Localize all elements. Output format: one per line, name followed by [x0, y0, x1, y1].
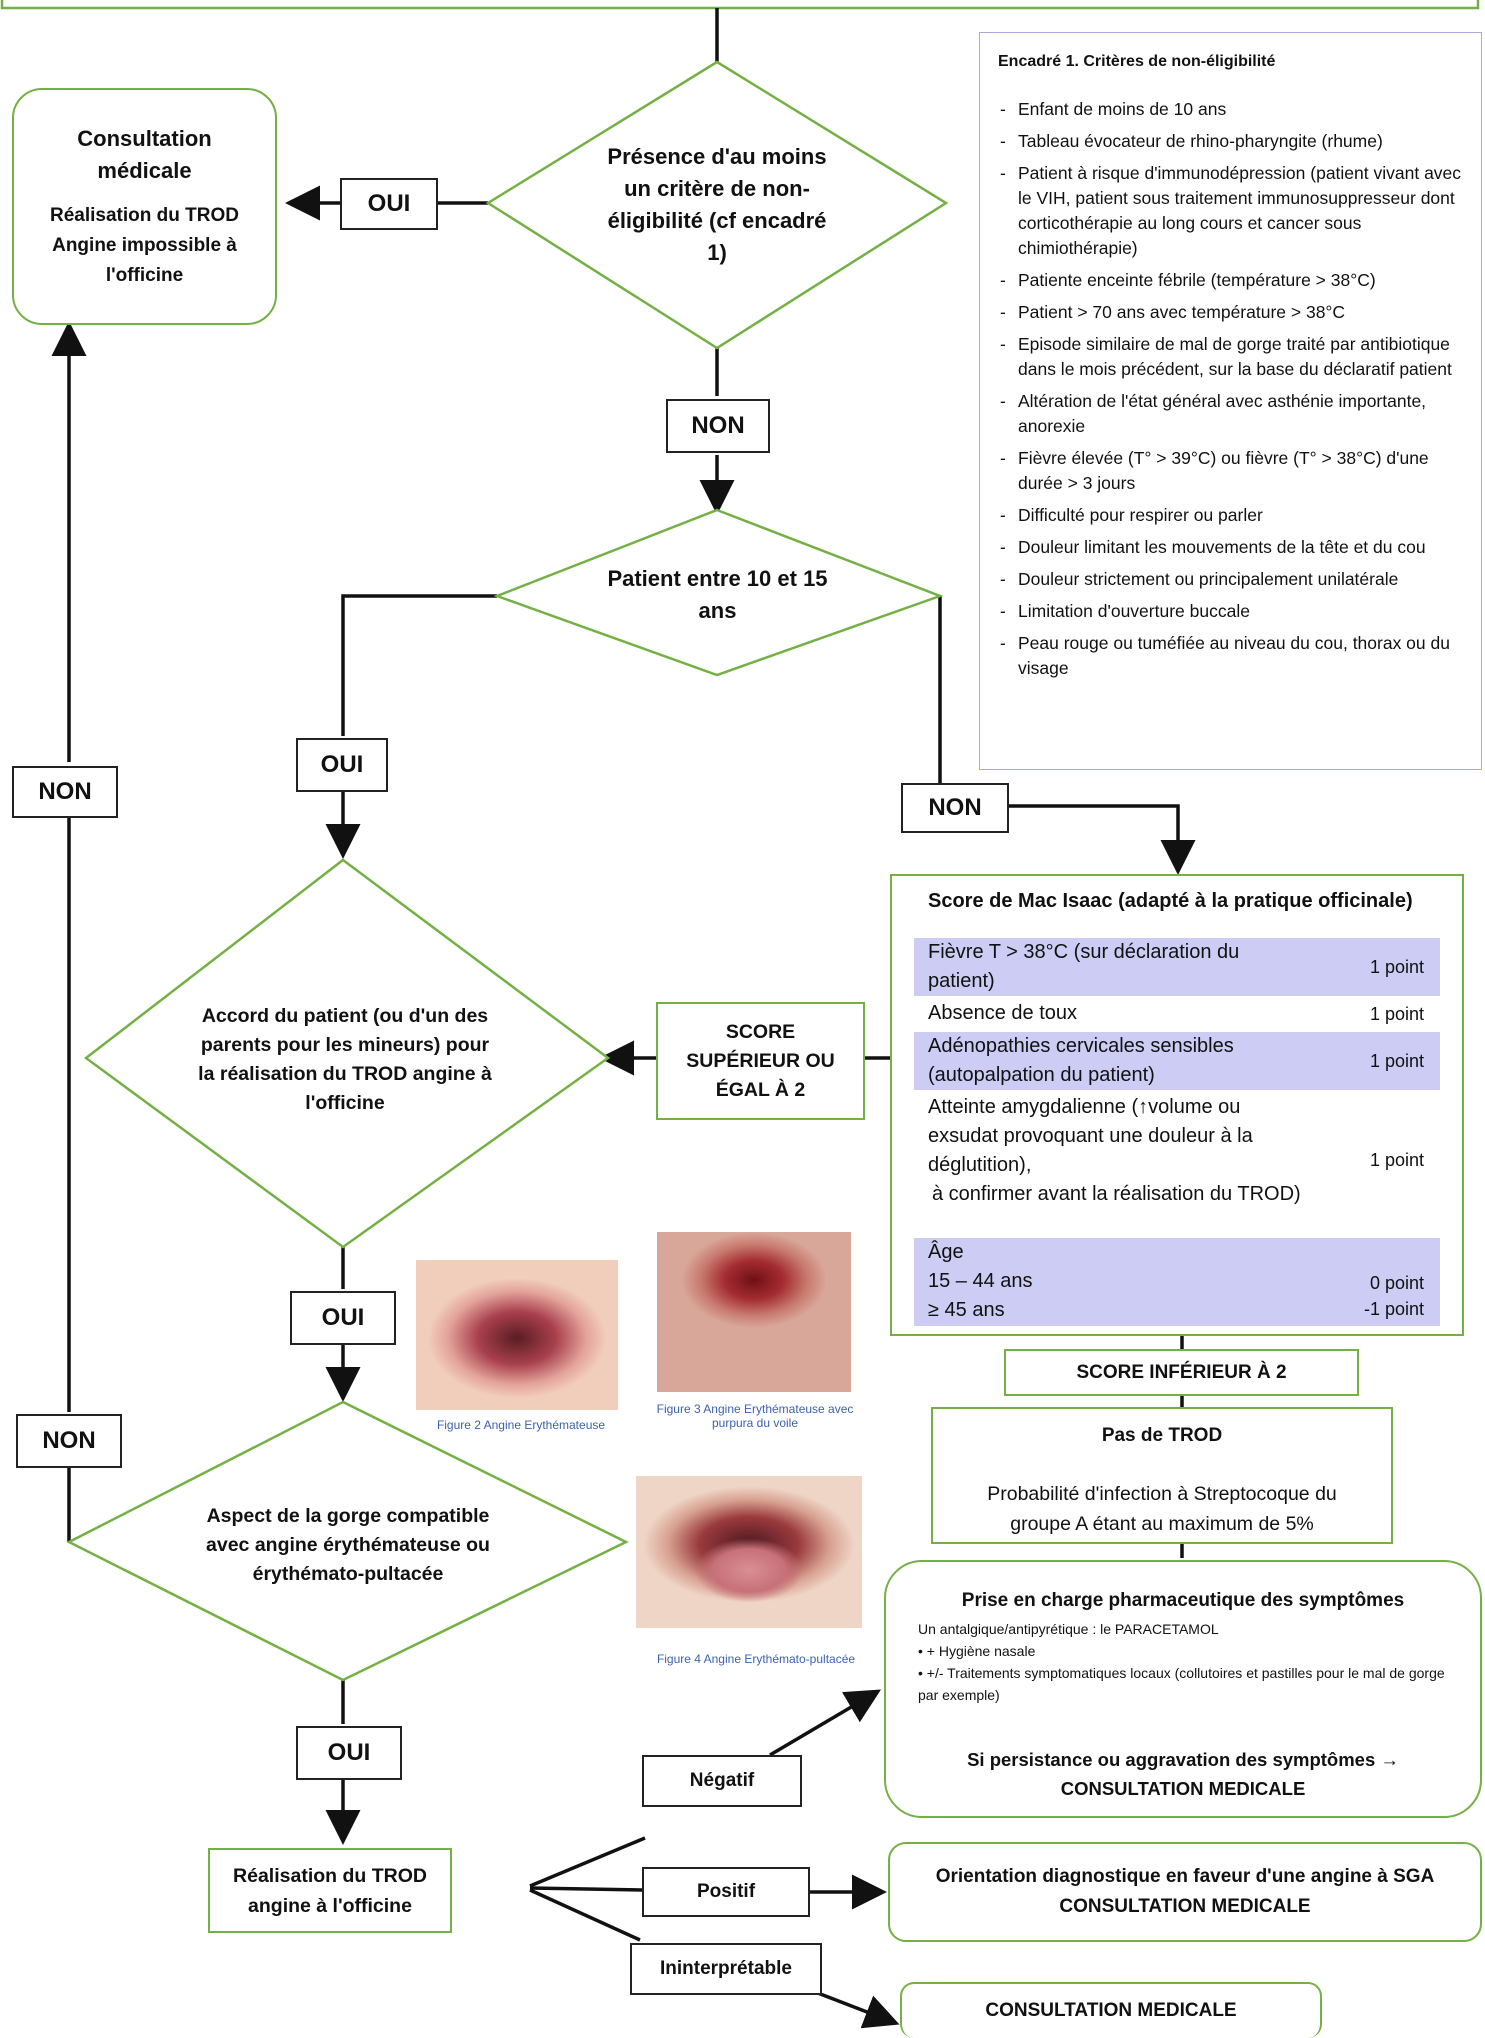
score-row-cough: Absence de toux 1 point: [928, 1002, 1424, 1024]
score-row-age: Âge 15 – 44 ans ≥ 45 ans 0 point -1 poin…: [914, 1238, 1440, 1326]
criteria-item: Tableau évocateur de rhino-pharyngite (r…: [998, 129, 1465, 154]
oui-label-3: OUI: [290, 1291, 396, 1345]
diamond2-text: Patient entre 10 et 15 ans: [607, 566, 828, 623]
diamond4-text: Aspect de la gorge compatible avec angin…: [206, 1504, 490, 1585]
consultation-title: Consultation médicale: [77, 125, 212, 183]
figure3-photo: [657, 1232, 851, 1392]
criteria-item: Patient > 70 ans avec température > 38°C: [998, 300, 1465, 325]
criteria-item: Episode similaire de mal de gorge traité…: [998, 332, 1465, 382]
diamond3-text: Accord du patient (ou d'un des parents p…: [198, 1005, 492, 1114]
score-row-tonsil: Atteinte amygdalienne (↑volume ou exsuda…: [928, 1096, 1424, 1205]
diamond1-text: Présence d'au moins un critère de non-él…: [607, 144, 827, 265]
figure3-caption: Figure 3 Angine Erythémateuse avec purpu…: [656, 1402, 854, 1430]
oui-label-2: OUI: [296, 738, 388, 792]
criteria-item: Enfant de moins de 10 ans: [998, 97, 1465, 122]
pas-de-trod-box: Pas de TROD Probabilité d'infection à St…: [931, 1407, 1393, 1544]
criteria-item: Douleur limitant les mouvements de la tê…: [998, 535, 1465, 560]
criteria-item: Limitation d'ouverture buccale: [998, 599, 1465, 624]
figure4-caption: Figure 4 Angine Erythémato-pultacée: [656, 1652, 856, 1666]
criteria-item: Patiente enceinte fébrile (température >…: [998, 268, 1465, 293]
prise-footer: Si persistance ou aggravation des symptô…: [967, 1749, 1399, 1799]
score-high-box: SCORE SUPÉRIEUR OU ÉGAL À 2: [656, 1002, 865, 1120]
encadre-title: Encadré 1. Critères de non-éligibilité: [998, 53, 1276, 70]
non-label-1: NON: [666, 399, 770, 453]
score-low-box: SCORE INFÉRIEUR À 2: [1004, 1349, 1359, 1396]
figure2-photo: [416, 1260, 618, 1410]
encadre-criteria: Encadré 1. Critères de non-éligibilité E…: [979, 32, 1482, 770]
criteria-list: Enfant de moins de 10 ansTableau évocate…: [998, 97, 1465, 681]
consultation-box: Consultation médicale Réalisation du TRO…: [12, 88, 277, 325]
criteria-item: Fièvre élevée (T° > 39°C) ou fièvre (T° …: [998, 446, 1465, 496]
ininterpretable-label: Ininterprétable: [630, 1943, 822, 1995]
trod-realisation-box: Réalisation du TROD angine à l'officine: [208, 1848, 452, 1933]
figure2-caption: Figure 2 Angine Erythémateuse: [436, 1418, 606, 1432]
non-label-3: NON: [12, 766, 118, 818]
figure4-photo: [636, 1476, 862, 1628]
prise-details: Un antalgique/antipyrétique : le PARACET…: [918, 1621, 1445, 1703]
criteria-item: Altération de l'état général avec asthén…: [998, 389, 1465, 439]
oui-label-1: OUI: [340, 178, 438, 230]
diamond-consent: [83, 858, 611, 1249]
prise-en-charge-box: Prise en charge pharmaceutique des sympt…: [884, 1560, 1482, 1818]
non-label-4: NON: [16, 1414, 122, 1468]
score-title: Score de Mac Isaac (adapté à la pratique…: [928, 890, 1413, 912]
consultation-body: Réalisation du TROD Angine impossible à …: [50, 204, 239, 286]
criteria-item: Patient à risque d'immunodépression (pat…: [998, 161, 1465, 261]
non-label-2: NON: [901, 783, 1009, 833]
score-row-fever: Fièvre T > 38°C (sur déclaration du pati…: [914, 938, 1440, 996]
criteria-item: Douleur strictement ou principalement un…: [998, 567, 1465, 592]
oui-label-4: OUI: [296, 1726, 402, 1780]
diamond-age: [493, 508, 944, 677]
criteria-item: Difficulté pour respirer ou parler: [998, 503, 1465, 528]
score-row-adenopathy: Adénopathies cervicales sensibles (autop…: [914, 1032, 1440, 1090]
negatif-label: Négatif: [642, 1755, 802, 1807]
diamond-non-eligibility: [485, 60, 949, 350]
top-box-edge: [0, 0, 1480, 10]
criteria-item: Peau rouge ou tuméfiée au niveau du cou,…: [998, 631, 1465, 681]
score-mac-isaac-box: Score de Mac Isaac (adapté à la pratique…: [890, 874, 1464, 1336]
diamond-throat: [66, 1400, 629, 1682]
positif-label: Positif: [642, 1867, 810, 1917]
consultation-final-box: CONSULTATION MEDICALE: [900, 1982, 1322, 2038]
orientation-box: Orientation diagnostique en faveur d'une…: [888, 1842, 1482, 1942]
